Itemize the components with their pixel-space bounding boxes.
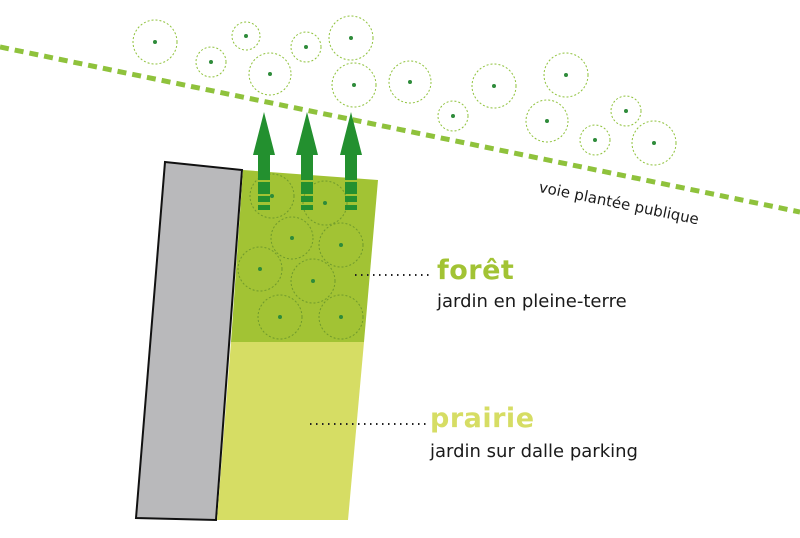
tree-icon: [257, 294, 303, 340]
forest-title: forêt: [437, 255, 515, 286]
tree-icon: [471, 63, 517, 109]
tree-icon: [328, 15, 374, 61]
prairie-title: prairie: [430, 403, 535, 434]
tree-icon: [610, 95, 642, 127]
tree-icon: [388, 60, 432, 104]
tree-icon: [231, 21, 261, 51]
arrows-group: [253, 112, 362, 210]
tree-icon: [331, 62, 377, 108]
arrow-up-icon: [253, 112, 275, 210]
tree-icon: [318, 294, 364, 340]
prairie-zone: [217, 342, 364, 520]
public-planted-path-line: [0, 44, 800, 215]
tree-icon: [579, 124, 611, 156]
tree-icon: [249, 173, 295, 219]
tree-icon: [270, 216, 314, 260]
tree-icon: [543, 52, 589, 98]
tree-icon: [195, 46, 227, 78]
trees-group: [132, 15, 677, 340]
tree-icon: [318, 222, 364, 268]
tree-icon: [132, 19, 178, 65]
arrow-up-icon: [296, 112, 318, 210]
tree-icon: [631, 120, 677, 166]
tree-icon: [248, 52, 292, 96]
tree-icon: [525, 99, 569, 143]
tree-icon: [290, 258, 336, 304]
tree-icon: [237, 246, 283, 292]
building: [134, 160, 244, 522]
forest-subtitle: jardin en pleine-terre: [437, 291, 627, 312]
prairie-subtitle: jardin sur dalle parking: [430, 441, 638, 462]
tree-icon: [302, 180, 348, 226]
tree-icon: [437, 100, 469, 132]
tree-icon: [290, 31, 322, 63]
arrow-up-icon: [340, 112, 362, 210]
